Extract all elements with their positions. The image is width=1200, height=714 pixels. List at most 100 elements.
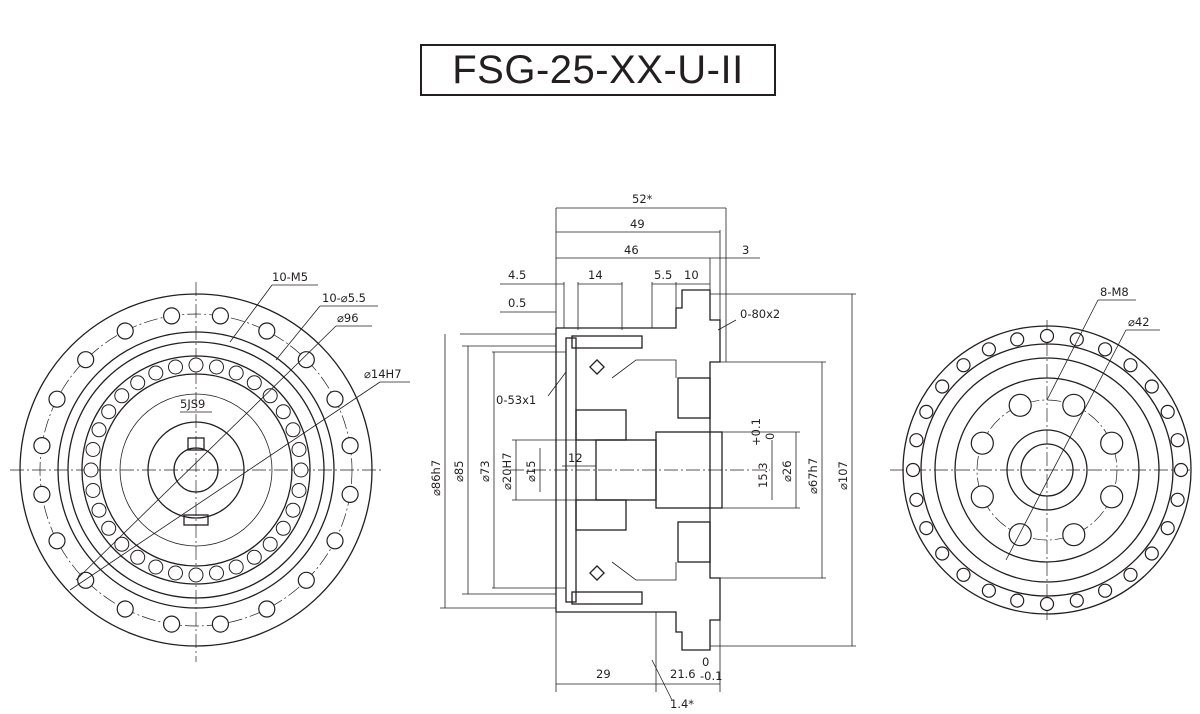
label-5js9: 5JS9 bbox=[180, 397, 205, 411]
left-inner-ring-1 bbox=[57, 331, 335, 609]
label-49: 49 bbox=[630, 217, 645, 231]
left-bearing-rollers bbox=[83, 357, 309, 583]
label-14star: 1.4* bbox=[670, 697, 694, 711]
right-outer-holes bbox=[905, 328, 1189, 612]
section-upper-outline bbox=[556, 289, 721, 470]
label-10-d55: 10-⌀5.5 bbox=[322, 291, 366, 305]
bearing-roller bbox=[209, 565, 224, 581]
bearing-roller bbox=[291, 483, 307, 498]
bearing-roller bbox=[188, 357, 204, 373]
bolt-hole bbox=[1010, 332, 1025, 347]
label-d86h7: ⌀86h7 bbox=[429, 460, 443, 496]
left-bearing-outer bbox=[81, 355, 311, 585]
m8-hole bbox=[1100, 431, 1124, 455]
label-05: 0.5 bbox=[508, 296, 526, 310]
m8-hole bbox=[970, 431, 994, 455]
bearing-roller bbox=[246, 375, 262, 391]
bearing-roller bbox=[291, 442, 307, 457]
right-m8-holes bbox=[970, 393, 1124, 547]
flange-hole bbox=[211, 307, 229, 325]
label-d15: ⌀15 bbox=[524, 460, 538, 482]
m8-hole bbox=[970, 485, 994, 509]
left-bearing-race bbox=[99, 373, 293, 567]
bolt-hole bbox=[1097, 342, 1113, 357]
bearing-roller bbox=[275, 520, 291, 536]
label-45: 4.5 bbox=[508, 268, 526, 282]
bearing-roller bbox=[130, 549, 146, 565]
section-output-shaft bbox=[655, 431, 723, 509]
bearing-roller bbox=[262, 388, 278, 404]
right-ring-3 bbox=[954, 377, 1140, 563]
bolt-hole bbox=[1160, 520, 1175, 536]
label-0-53x1: 0-53x1 bbox=[496, 393, 536, 407]
right-pitch-circle bbox=[976, 399, 1118, 541]
bearing-roller bbox=[285, 502, 301, 518]
bearing-roller bbox=[228, 365, 244, 381]
right-bore bbox=[1020, 443, 1074, 497]
section-dimensions: 52* 49 46 3 4.5 14 5.5 10 0.5 0-80x2 0-5… bbox=[429, 192, 853, 711]
left-key-tab bbox=[183, 514, 209, 526]
bolt-hole bbox=[1170, 492, 1185, 507]
bearing-roller bbox=[91, 422, 107, 438]
bolt-hole bbox=[1123, 567, 1138, 582]
section-upper-seal bbox=[589, 359, 605, 375]
flange-hole bbox=[77, 351, 95, 369]
bolt-hole bbox=[905, 462, 921, 478]
bolt-hole bbox=[981, 583, 997, 598]
m8-hole bbox=[1008, 393, 1032, 417]
left-outer-flange bbox=[19, 293, 373, 647]
left-flange-holes bbox=[33, 307, 359, 633]
bolt-hole bbox=[1039, 328, 1055, 344]
label-52: 52* bbox=[632, 192, 653, 206]
label-3: 3 bbox=[742, 243, 749, 257]
label-153-tol-upper: +0.1 bbox=[749, 418, 763, 446]
flange-hole bbox=[116, 322, 134, 340]
bearing-roller bbox=[83, 462, 99, 478]
bearing-roller bbox=[246, 549, 262, 565]
right-ring-2 bbox=[934, 357, 1160, 583]
label-216-tol-upper: 0 bbox=[702, 655, 709, 669]
label-d14h7: ⌀14H7 bbox=[364, 367, 402, 381]
section-lower-bearing bbox=[677, 521, 711, 563]
bolt-hole bbox=[919, 404, 934, 419]
dim-55-leader bbox=[275, 305, 321, 361]
label-d26: ⌀26 bbox=[780, 460, 794, 482]
bolt-hole bbox=[1144, 546, 1159, 561]
section-upper-hub bbox=[575, 409, 627, 441]
bolt-hole bbox=[1069, 332, 1084, 347]
bearing-roller bbox=[293, 462, 309, 478]
section-lower-outline bbox=[556, 470, 721, 651]
bearing-roller bbox=[85, 483, 101, 498]
bearing-roller bbox=[114, 536, 130, 552]
bearing-roller bbox=[130, 375, 146, 391]
dim-14h7-leader bbox=[69, 381, 381, 591]
bearing-roller bbox=[91, 502, 107, 518]
bearing-roller bbox=[275, 404, 291, 420]
label-0-80x2: 0-80x2 bbox=[740, 307, 780, 321]
label-55: 5.5 bbox=[654, 268, 672, 282]
label-216: 21.6 bbox=[670, 667, 696, 681]
label-46: 46 bbox=[624, 243, 639, 257]
flange-hole bbox=[297, 571, 315, 589]
bearing-roller bbox=[262, 536, 278, 552]
bolt-hole bbox=[1123, 358, 1138, 373]
bearing-roller bbox=[101, 520, 117, 536]
bearing-roller bbox=[168, 359, 183, 375]
dim-m8-leader bbox=[1046, 299, 1099, 401]
flange-hole bbox=[163, 615, 181, 633]
bolt-hole bbox=[981, 342, 997, 357]
label-29: 29 bbox=[596, 667, 611, 681]
flange-hole bbox=[77, 571, 95, 589]
section-lower-seal bbox=[589, 565, 605, 581]
bolt-hole bbox=[935, 546, 950, 561]
section-lower-wave bbox=[611, 561, 677, 581]
label-d67h7: ⌀67h7 bbox=[806, 458, 820, 494]
drawing-title: FSG-25-XX-U-II bbox=[452, 47, 744, 92]
right-view: 8-M8 ⌀42 bbox=[890, 285, 1192, 620]
flange-hole bbox=[33, 485, 51, 503]
label-d107: ⌀107 bbox=[836, 461, 850, 490]
flange-hole bbox=[341, 437, 359, 455]
section-lower-hub bbox=[575, 499, 627, 531]
m8-hole bbox=[1100, 485, 1124, 509]
